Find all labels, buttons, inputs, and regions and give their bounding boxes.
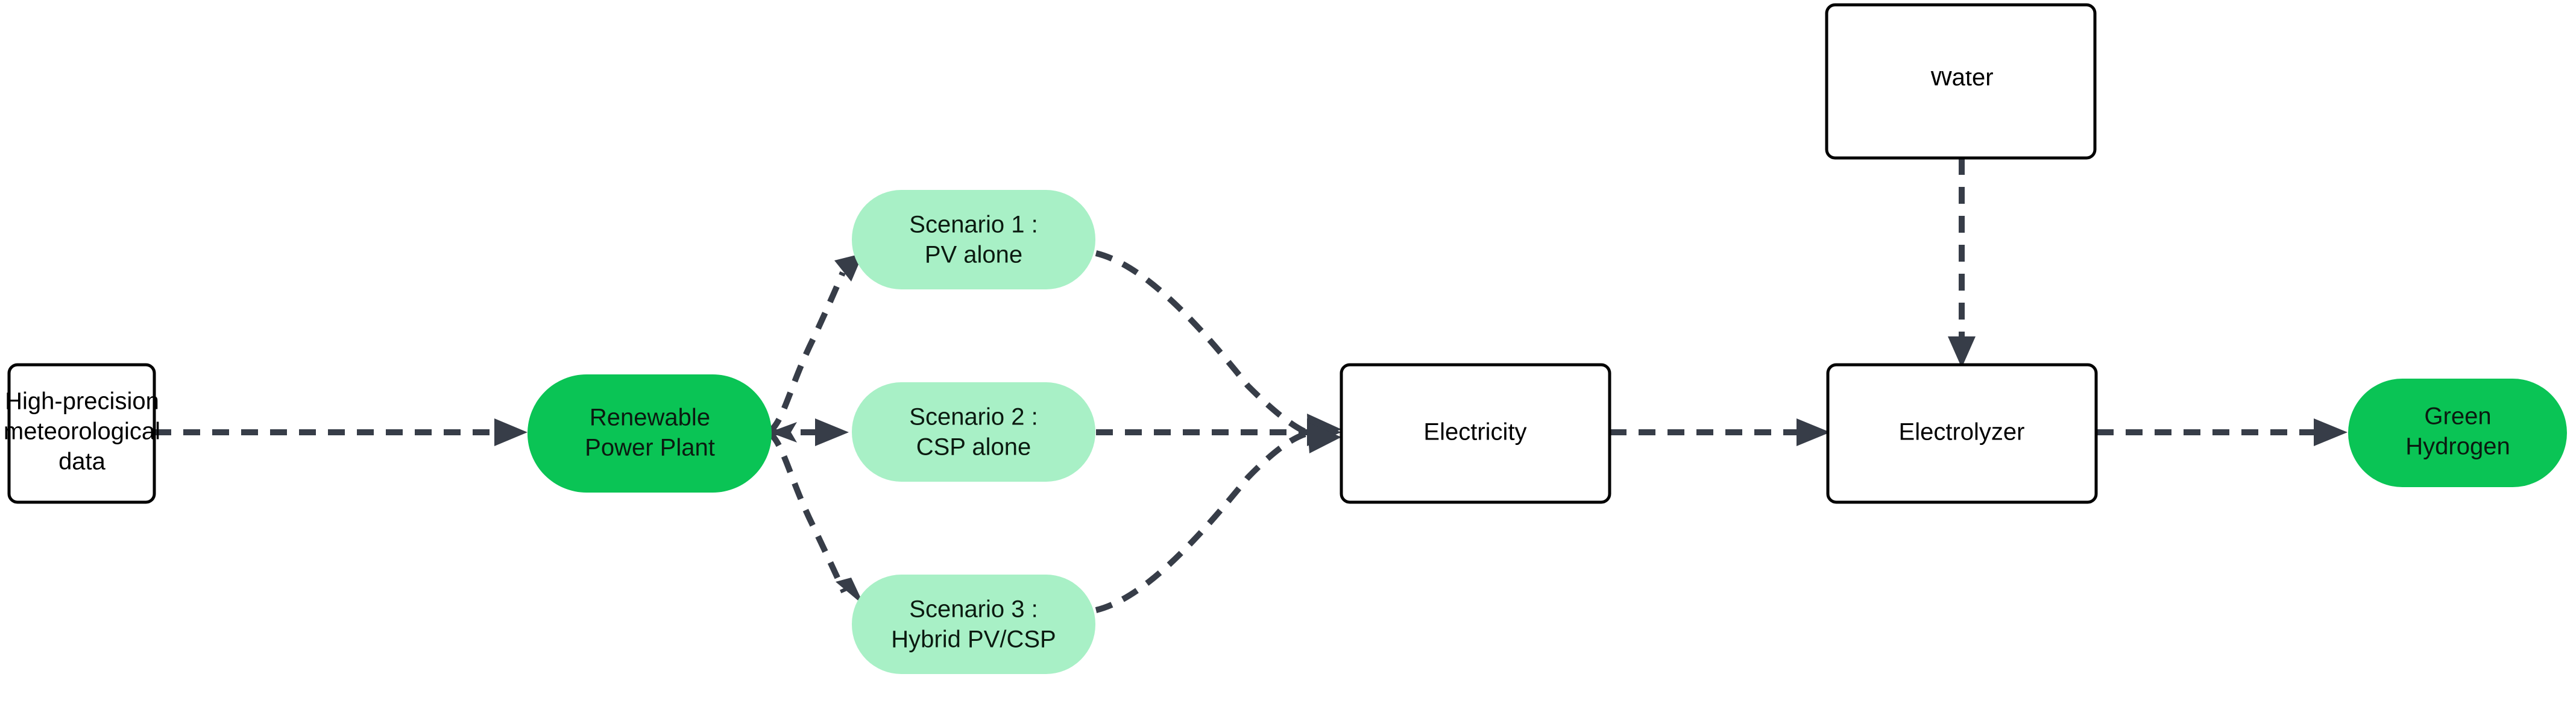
node-electrolyzer[interactable]: Electrolyzer: [1826, 363, 2098, 504]
node-scenario-3[interactable]: Scenario 3 : Hybrid PV/CSP: [852, 575, 1095, 674]
node-green-hydrogen[interactable]: Green Hydrogen: [2348, 379, 2567, 487]
node-scenario-2[interactable]: Scenario 2 : CSP alone: [852, 382, 1095, 482]
edge-plant-to-scenario3: [766, 429, 864, 606]
arrowhead-icon: [494, 418, 527, 446]
node-label-scenario3-line1: Scenario 3 :: [909, 596, 1038, 623]
node-high-precision-meteorological-data[interactable]: High-precision meteorological data: [4, 363, 160, 504]
node-label-hydrogen-line2: Hydrogen: [2405, 433, 2510, 460]
node-label-scenario2-line1: Scenario 2 :: [909, 404, 1038, 430]
node-label-electrolyzer: Electrolyzer: [1899, 419, 2025, 446]
node-label-meteo-line3: data: [58, 449, 106, 475]
arrowhead-icon: [1948, 336, 1976, 368]
arrowhead-icon: [836, 578, 864, 606]
edge-meteo-to-plant: [154, 418, 527, 446]
arrowhead-icon: [1307, 422, 1341, 453]
arrowhead-reverse-icon: [769, 422, 797, 443]
edge-scenario3-to-electricity: [1095, 422, 1341, 613]
edge-electrolyzer-to-hydrogen: [2097, 418, 2348, 446]
arrowhead-icon: [2314, 418, 2348, 446]
arrowhead-icon: [815, 418, 849, 446]
node-label-plant-line1: Renewable: [590, 405, 710, 431]
edge-electricity-to-electrolyzer: [1610, 418, 1830, 446]
edge-scenario1-to-electricity: [1095, 250, 1341, 443]
node-scenario-1[interactable]: Scenario 1 : PV alone: [852, 190, 1095, 289]
node-electricity[interactable]: Electricity: [1340, 363, 1611, 504]
node-renewable-power-plant[interactable]: Renewable Power Plant: [527, 374, 772, 493]
node-label-scenario1-line2: PV alone: [925, 242, 1022, 268]
node-label-scenario2-line2: CSP alone: [916, 434, 1031, 461]
arrowhead-icon: [1797, 418, 1830, 446]
arrowhead-icon: [834, 253, 863, 282]
node-water[interactable]: Water: [1825, 3, 2097, 160]
edge-water-to-electrolyzer: [1948, 158, 1976, 368]
edge-plant-to-scenario1: [766, 253, 863, 435]
node-label-scenario1-line1: Scenario 1 :: [909, 212, 1038, 238]
node-label-scenario3-line2: Hybrid PV/CSP: [891, 626, 1056, 653]
node-label-meteo-line2: meteorological: [4, 418, 160, 445]
node-label-hydrogen-line1: Green: [2424, 403, 2491, 430]
node-label-electricity: Electricity: [1423, 419, 1526, 446]
water-label-clip-band: [1830, 8, 2091, 71]
node-label-plant-line2: Power Plant: [585, 435, 715, 461]
node-label-meteo-line1: High-precision: [5, 388, 159, 415]
